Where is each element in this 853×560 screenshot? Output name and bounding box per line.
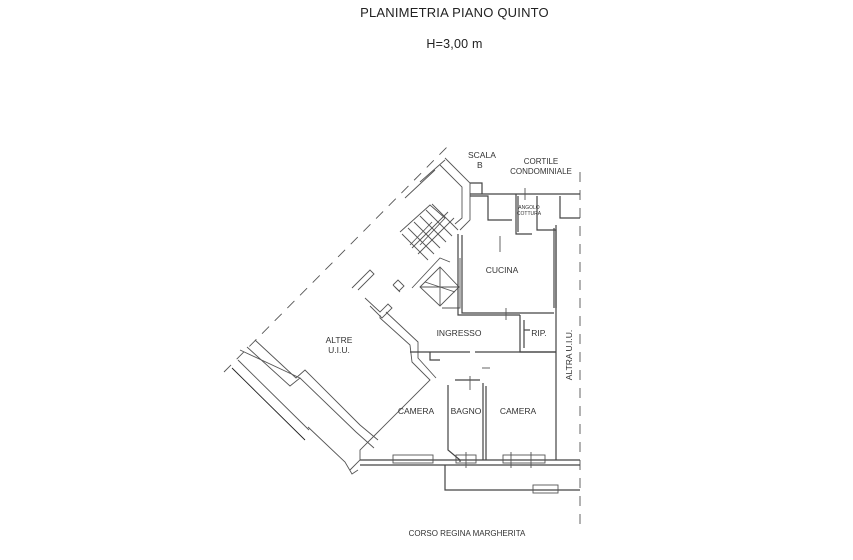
room-label-rip: RIP. [531, 328, 546, 338]
label-altra-uiu: ALTRA U.I.U. [564, 330, 574, 380]
room-label-camera-right: CAMERA [500, 406, 537, 416]
label-scala: SCALA [468, 150, 496, 160]
room-label-bagno: BAGNO [451, 406, 482, 416]
room-label-ingresso: INGRESSO [437, 328, 482, 338]
lift-shaft [411, 257, 461, 309]
ceiling-height: H=3,00 m [426, 37, 483, 51]
room-label-cucina: CUCINA [486, 265, 519, 275]
label-altre: ALTRE [326, 335, 353, 345]
staircase [399, 157, 471, 261]
label-scala-b: B [477, 160, 483, 170]
label-angolo: ANGOLO [518, 205, 540, 211]
label-condominiale: CONDOMINIALE [510, 167, 572, 176]
window [532, 484, 559, 494]
window [392, 454, 434, 464]
window [502, 454, 546, 464]
diagonal-wall [231, 311, 437, 475]
apartment-walls [360, 182, 580, 491]
plan-title: PLANIMETRIA PIANO QUINTO [360, 5, 549, 20]
street-label: CORSO REGINA MARGHERITA [409, 529, 526, 538]
room-label-camera-left: CAMERA [398, 406, 435, 416]
label-cottura: COTTURA [517, 211, 542, 217]
label-cortile: CORTILE [524, 157, 559, 166]
label-altre-uiu: U.I.U. [328, 345, 350, 355]
